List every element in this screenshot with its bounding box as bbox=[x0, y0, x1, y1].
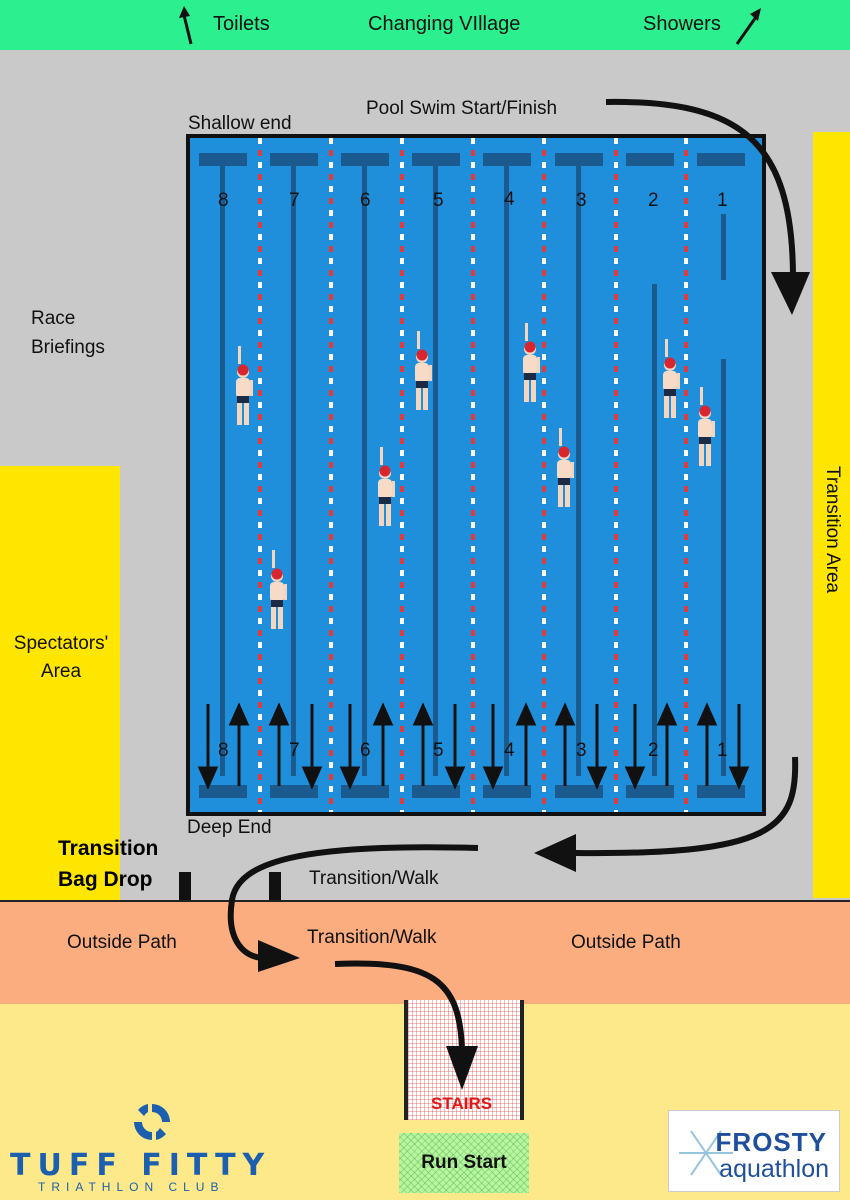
race-briefings-label: Race Briefings bbox=[31, 308, 105, 358]
run-start: Run Start bbox=[399, 1133, 529, 1193]
lane-number-top: 4 bbox=[504, 189, 515, 210]
frosty-aquathlon-logo: FROSTY aquathlon bbox=[668, 1110, 840, 1192]
transition-walk-upper-label: Transition/Walk bbox=[309, 868, 439, 889]
arrow-down-icon bbox=[771, 272, 810, 315]
lane-number-bottom: 5 bbox=[433, 740, 444, 761]
lane-number-bottom: 3 bbox=[576, 740, 587, 761]
lane-number-top: 6 bbox=[360, 190, 371, 211]
transition-area-label: Transition Area bbox=[822, 466, 843, 594]
showers-label: Showers bbox=[643, 13, 721, 35]
tuff-fitty-subtitle: TRIATHLON CLUB bbox=[38, 1180, 225, 1194]
toilets-label: Toilets bbox=[213, 13, 270, 35]
lane-ropes bbox=[258, 138, 688, 812]
deep-end-label: Deep End bbox=[187, 817, 272, 838]
lane-number-bottom: 7 bbox=[289, 740, 300, 761]
transition-area bbox=[813, 132, 850, 898]
lane-number-top: 7 bbox=[289, 190, 300, 211]
outside-path bbox=[0, 900, 850, 1006]
door-post bbox=[179, 872, 191, 902]
stairs-label: STAIRS bbox=[431, 1094, 493, 1113]
lane-number-top: 3 bbox=[576, 190, 587, 211]
frosty-text: FROSTY bbox=[715, 1127, 827, 1157]
transition-walk-lower-label: Transition/Walk bbox=[307, 927, 437, 948]
lane-number-bottom: 4 bbox=[504, 740, 515, 761]
snowflake-icon bbox=[679, 1130, 733, 1176]
lane-number-top: 2 bbox=[648, 190, 659, 211]
outside-path-left-label: Outside Path bbox=[67, 932, 177, 953]
transition-bag-drop-label: Transition Bag Drop bbox=[58, 837, 159, 891]
arrow-up-left-icon bbox=[179, 6, 193, 45]
facilities-bar bbox=[0, 0, 850, 50]
lane-number-bottom: 6 bbox=[360, 740, 371, 761]
spectators-area bbox=[0, 466, 120, 900]
lane-number-top: 5 bbox=[433, 190, 444, 211]
lane-number-top: 8 bbox=[218, 190, 229, 211]
lane-number-bottom: 1 bbox=[717, 740, 728, 761]
tuff-fitty-logo-icon bbox=[134, 1104, 170, 1140]
arrow-left-icon bbox=[534, 834, 576, 872]
lane-number-bottom: 2 bbox=[648, 740, 659, 761]
arrow-up-right-icon bbox=[735, 8, 761, 45]
aquathlon-text: aquathlon bbox=[719, 1155, 829, 1183]
outside-path-right-label: Outside Path bbox=[571, 932, 681, 953]
transition-area-label-wrap: Transition Area bbox=[822, 455, 843, 605]
lane-direction-arrows bbox=[197, 702, 750, 790]
arrow-down-icon bbox=[446, 1046, 478, 1090]
spectators-area-label: Spectators' Area bbox=[13, 633, 109, 682]
tuff-fitty-name: TUFF FITTY bbox=[10, 1148, 272, 1183]
arrow-right-icon bbox=[258, 940, 300, 972]
lane-number-bottom: 8 bbox=[218, 740, 229, 761]
shallow-end-label: Shallow end bbox=[188, 113, 292, 134]
swimming-pool bbox=[186, 134, 766, 816]
lane-number-top: 1 bbox=[717, 190, 728, 211]
lane-markings bbox=[199, 153, 745, 798]
changing-village-label: Changing VIllage bbox=[368, 13, 521, 35]
swim-start-finish-label: Pool Swim Start/Finish bbox=[366, 98, 558, 119]
run-start-label: Run Start bbox=[421, 1152, 507, 1173]
door-post bbox=[269, 872, 281, 902]
